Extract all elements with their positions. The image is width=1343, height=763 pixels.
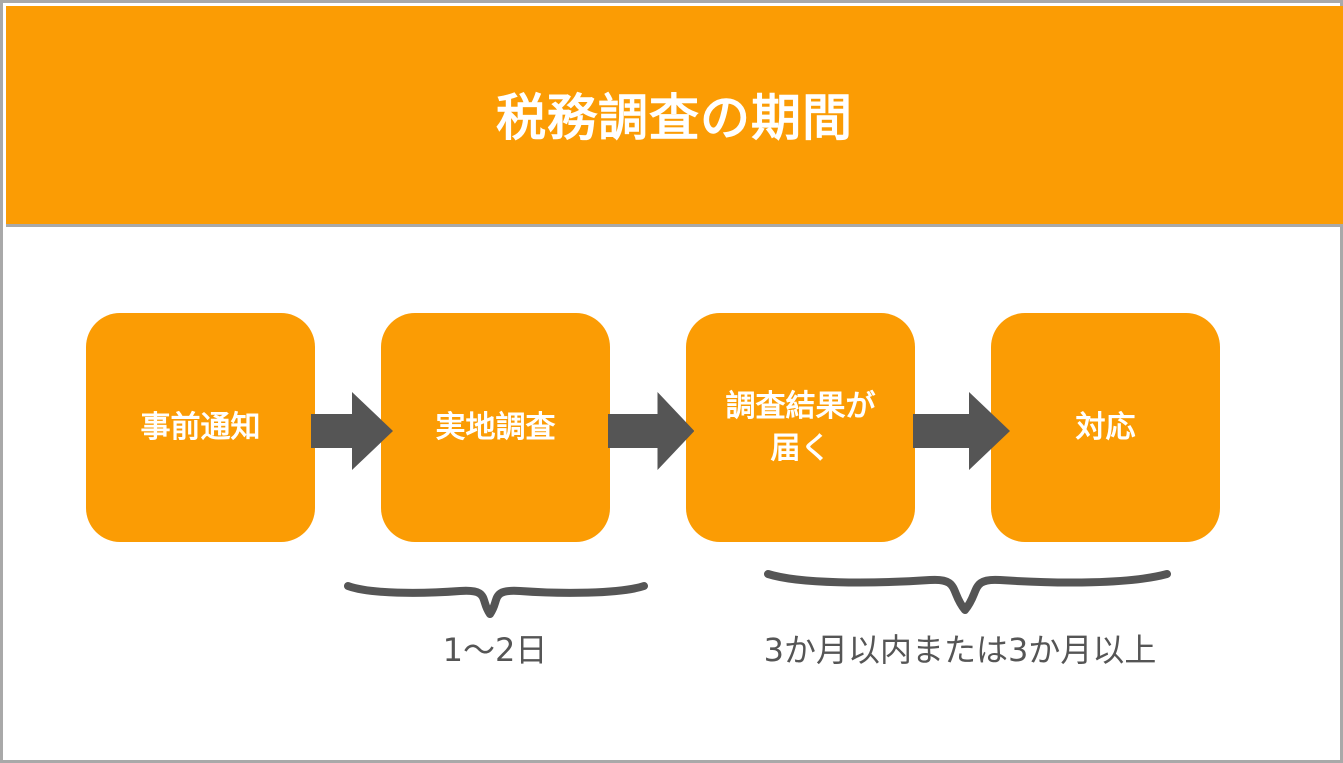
duration-label-results: 3か月以内または3か月以上 [763, 631, 1157, 669]
page-title: 税務調査の期間 [496, 89, 853, 147]
curly-brace-icon [344, 582, 648, 618]
arrow-right-icon [311, 392, 393, 470]
step-box-onsite-audit: 実地調査 [381, 313, 610, 542]
step-box-response: 対応 [991, 313, 1220, 542]
step-label: 調査結果が 届く [725, 388, 876, 466]
arrow-right-icon [913, 392, 1010, 470]
duration-label-onsite: 1〜2日 [442, 631, 548, 669]
step-label: 対応 [1075, 409, 1136, 445]
step-box-advance-notice: 事前通知 [86, 313, 315, 542]
arrow-right-icon [608, 392, 694, 470]
header-banner: 税務調査の期間 [6, 6, 1343, 227]
step-label: 実地調査 [435, 409, 556, 445]
step-box-results-arrive: 調査結果が 届く [686, 313, 915, 542]
step-label: 事前通知 [140, 409, 261, 445]
curly-brace-icon [764, 570, 1171, 614]
